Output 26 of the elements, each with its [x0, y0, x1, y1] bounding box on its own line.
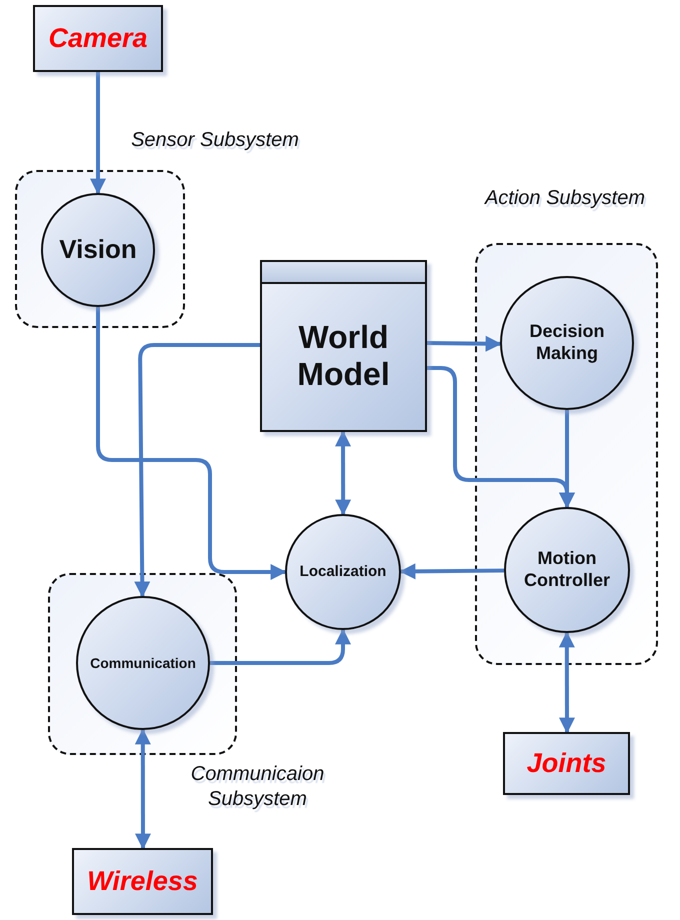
group-heading: Communicaion Subsystem: [190, 762, 326, 812]
node-label: World Model: [296, 319, 391, 393]
terminal-box: [72, 848, 213, 915]
terminal-box: [33, 5, 163, 72]
data-store-box: [260, 260, 427, 432]
node-label: Communication: [90, 654, 196, 672]
arrow: [558, 631, 575, 734]
terminal-box: [503, 732, 630, 795]
node-label: Camera: [48, 22, 148, 55]
arrow: [335, 430, 352, 516]
node-label: Decision Making: [528, 321, 606, 365]
arrow: [134, 728, 151, 850]
arrow: [134, 343, 260, 598]
group-heading: Sensor Subsystem: [130, 128, 300, 153]
arrow: [90, 72, 106, 195]
arrow: [559, 410, 575, 509]
node-label: Joints: [526, 747, 606, 780]
arrow: [210, 628, 351, 665]
node-label: Vision: [59, 234, 137, 266]
arrow: [96, 307, 287, 580]
node-label: Localization: [300, 563, 386, 581]
arrow: [426, 336, 502, 352]
node-label: Motion Controller: [522, 548, 611, 592]
arrow: [399, 563, 504, 580]
group-heading: Action Subsystem: [483, 186, 646, 211]
node-label: Wireless: [87, 865, 198, 898]
